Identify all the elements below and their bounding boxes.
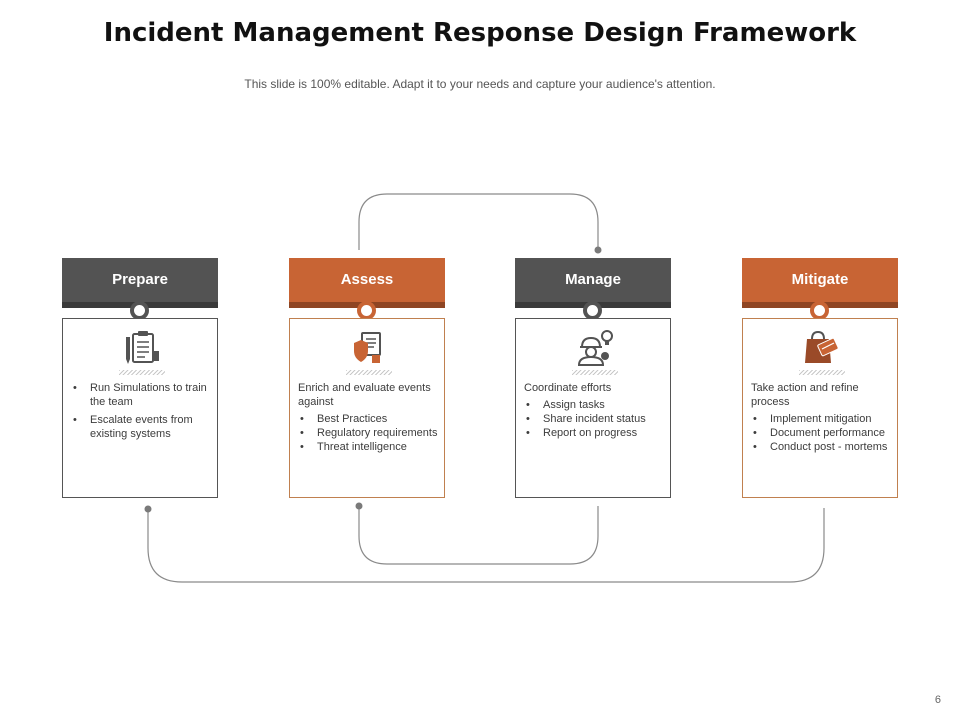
- stage-label: Manage: [565, 271, 621, 288]
- stage-header-assess: Assess: [289, 258, 445, 308]
- stage-intro: Enrich and evaluate events against: [298, 382, 431, 408]
- stage-bullet: Report on progress: [524, 426, 664, 440]
- slide-subtitle: This slide is 100% editable. Adapt it to…: [244, 77, 716, 91]
- connector-dot: [594, 246, 602, 254]
- stage-intro: Take action and refine process: [751, 382, 859, 408]
- clipboard-checklist-icon: [126, 331, 159, 364]
- stage-label: Mitigate: [791, 271, 849, 288]
- stage-bullet: Assign tasks: [524, 398, 664, 412]
- worker-lightbulb-icon: [577, 330, 613, 366]
- stage-bullet: Implement mitigation: [751, 412, 891, 426]
- stage-bullet: Run Simulations to train the team: [71, 381, 211, 409]
- stage-bullet: Regulatory requirements: [298, 426, 438, 440]
- stage-bullet: Best Practices: [298, 412, 438, 426]
- stage-bullet: Conduct post - mortems: [751, 440, 891, 454]
- shield-document-icon: [354, 332, 381, 363]
- hatch-divider: [799, 370, 845, 375]
- hatch-divider: [572, 370, 618, 375]
- stage-intro: Coordinate efforts: [524, 382, 612, 394]
- stage-label: Assess: [340, 271, 394, 288]
- stage-bullet: Share incident status: [524, 412, 664, 426]
- connector-dot: [144, 505, 152, 513]
- hatch-divider: [346, 370, 392, 375]
- stage-card-manage: Coordinate efforts Assign tasks Share in…: [515, 318, 671, 498]
- page-number: 6: [934, 694, 941, 706]
- stage-bullet: Threat intelligence: [298, 440, 438, 454]
- stage-card-prepare: Run Simulations to train the team Escala…: [62, 318, 218, 498]
- stage-card-assess: Enrich and evaluate events against Best …: [289, 318, 445, 498]
- connector-dot: [355, 502, 363, 510]
- stage-header-prepare: Prepare: [62, 258, 218, 308]
- slide-title: Incident Management Response Design Fram…: [103, 18, 857, 48]
- stage-card-mitigate: Take action and refine process Implement…: [742, 318, 898, 498]
- stage-bullet: Document performance: [751, 426, 891, 440]
- connector-assess-manage-top: [358, 193, 599, 250]
- stage-bullet: Escalate events from existing systems: [71, 413, 211, 441]
- bag-card-icon: [805, 330, 839, 363]
- connector-assess-manage-bottom: [358, 506, 599, 565]
- hatch-divider: [119, 370, 165, 375]
- stage-label: Prepare: [112, 271, 168, 288]
- connector-prepare-mitigate-bottom: [147, 508, 825, 583]
